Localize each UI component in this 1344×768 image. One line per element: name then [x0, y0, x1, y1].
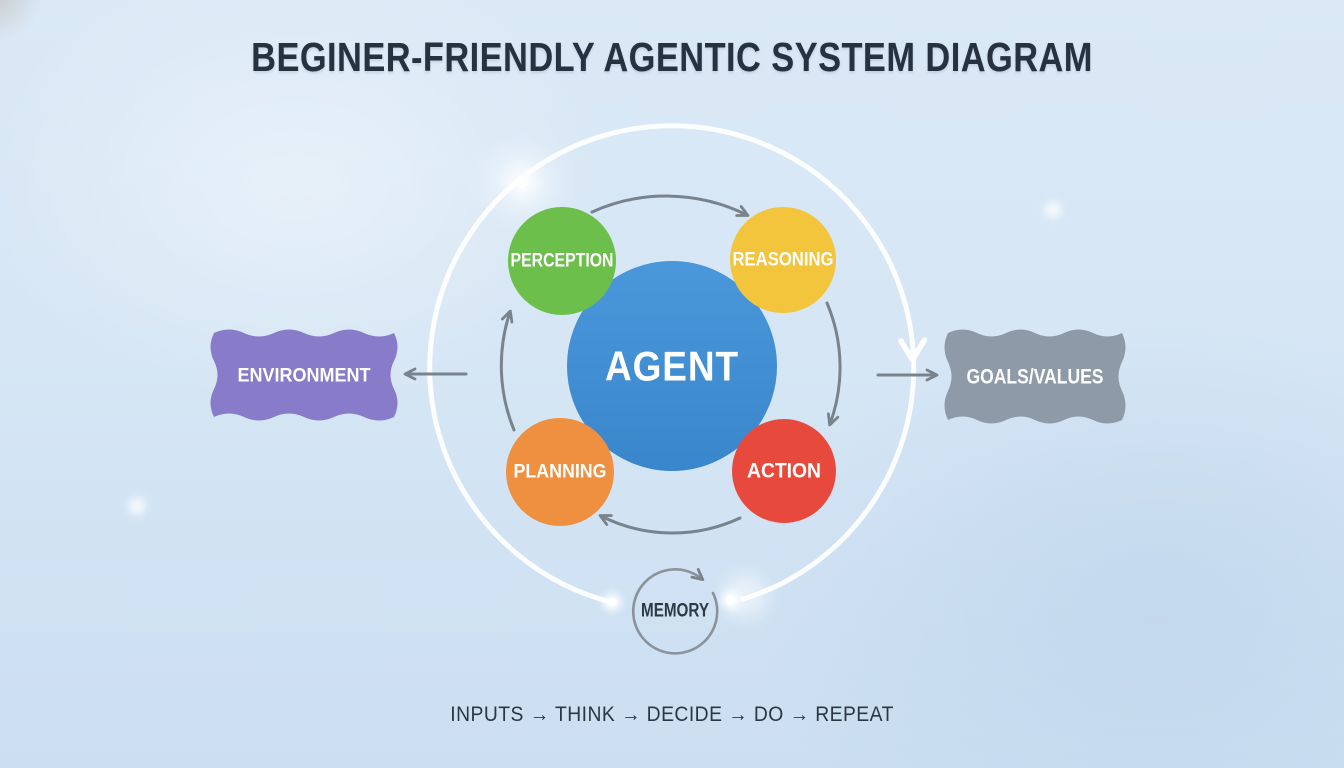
agent-label: AGENT [605, 343, 739, 390]
module-label-reasoning: REASONING [733, 250, 834, 271]
module-label-action: ACTION [747, 460, 821, 483]
arrow-action-to-planning [598, 514, 742, 535]
arrow-planning-to-perception [499, 309, 516, 432]
sparkle-glow-top-right [1045, 202, 1061, 218]
sparkle-glow-top-left [488, 148, 556, 216]
environment-label: ENVIRONMENT [238, 366, 371, 387]
page-title: BEGINER-FRIENDLY AGENTIC SYSTEM DIAGRAM [251, 34, 1093, 80]
module-label-planning: PLANNING [514, 462, 607, 483]
module-circle-perception [508, 207, 616, 315]
flow-caption: INPUTS → THINK → DECIDE → DO → REPEAT [450, 703, 894, 726]
memory-cycle-arrow [631, 568, 719, 655]
module-circle-reasoning [730, 207, 836, 313]
module-circle-planning [506, 418, 614, 526]
ring-end-glow-right [722, 574, 767, 618]
ring-end-glow-left [603, 593, 621, 611]
ring-flow-arrowhead-icon [898, 337, 928, 363]
arrow-perception-to-reasoning [590, 194, 750, 217]
module-circle-action [732, 419, 836, 523]
arrow-reasoning-to-action [825, 301, 842, 427]
memory-label: MEMORY [641, 601, 709, 622]
goals-values-box [944, 329, 1126, 424]
page-title-row: BEGINER-FRIENDLY AGENTIC SYSTEM DIAGRAM [0, 34, 1344, 81]
environment-box [210, 329, 398, 421]
goals-values-label: GOALS/VALUES [967, 366, 1104, 389]
sparkle-glow-left [128, 497, 146, 515]
module-label-perception: PERCEPTION [511, 251, 614, 272]
agent-circle [567, 261, 777, 471]
flow-caption-row: INPUTS → THINK → DECIDE → DO → REPEAT [0, 703, 1344, 727]
outer-loop-ring [427, 123, 917, 606]
